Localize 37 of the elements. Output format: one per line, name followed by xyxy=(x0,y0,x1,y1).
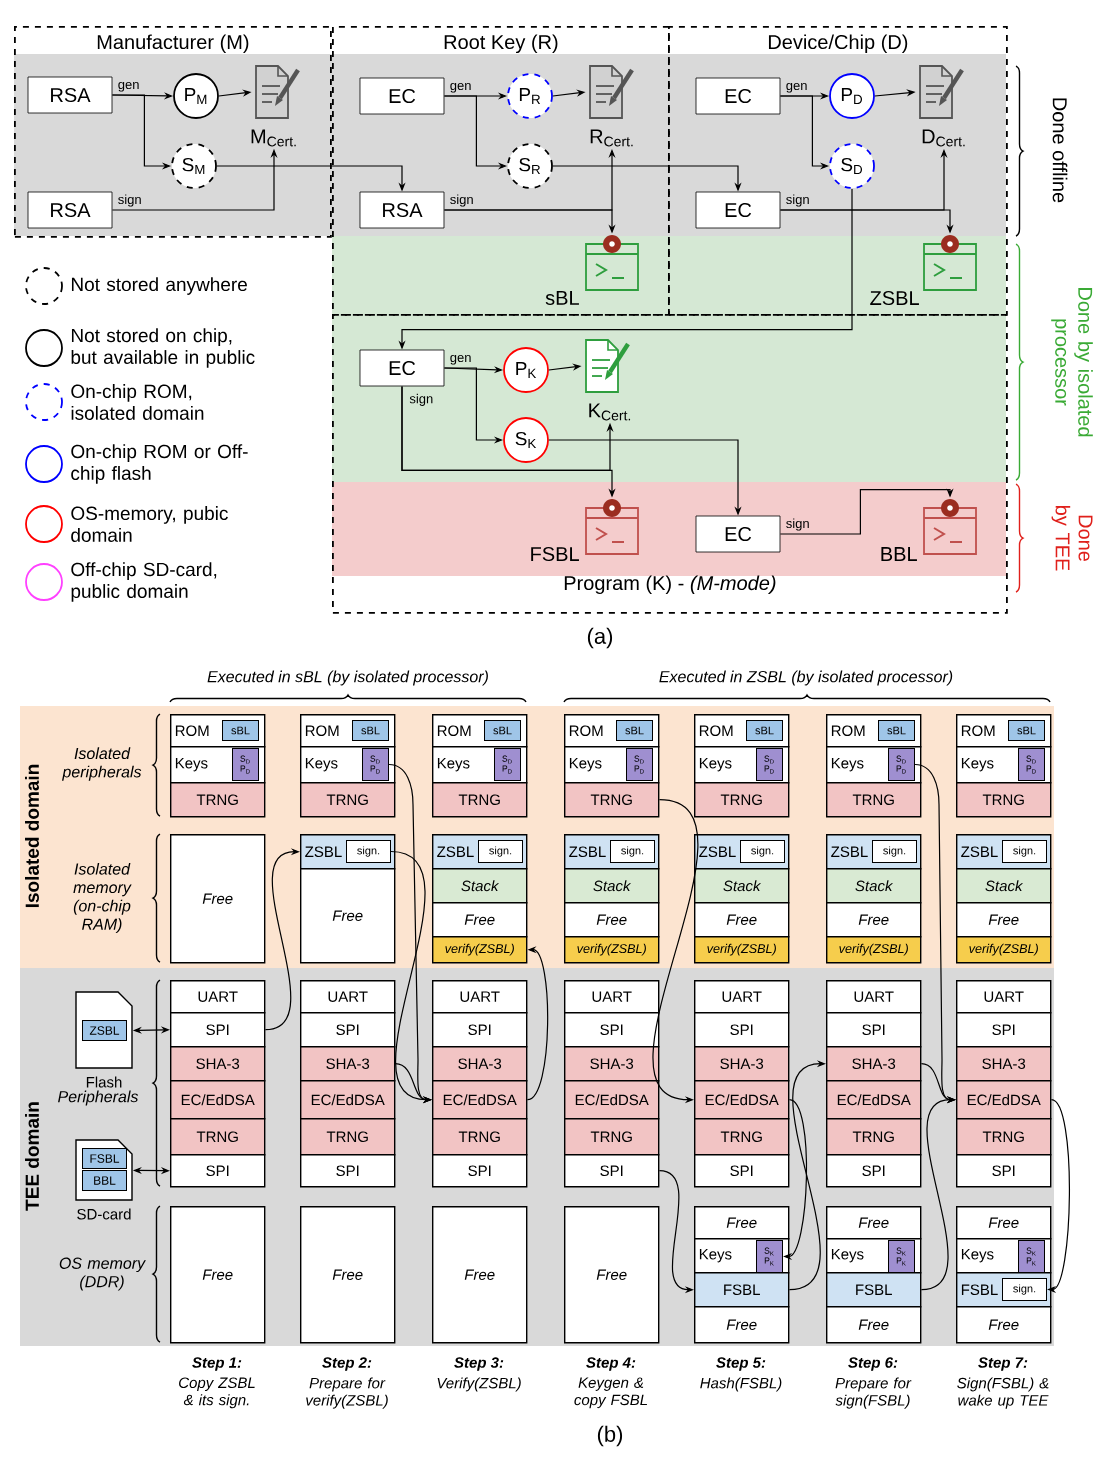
annotation: Isolated domain xyxy=(25,764,39,908)
annotation: TEE domain xyxy=(25,1102,39,1211)
annotation: Done by TEE xyxy=(1051,505,1093,571)
legend-label: On-chip ROM, isolated domain xyxy=(71,384,204,420)
legend-label: On-chip ROM or Off-chip flash xyxy=(71,444,248,484)
process-box: EC xyxy=(695,191,781,229)
process-box: EC xyxy=(695,77,781,115)
legend-label: Not stored anywhere xyxy=(71,277,247,295)
annotation: Done by isolated processor xyxy=(1051,288,1093,437)
icon-label: BBL xyxy=(881,547,917,561)
arrow xyxy=(779,488,954,535)
annotation: Isolated peripherals xyxy=(62,747,142,781)
legend-label: OS-memory, pubic domain xyxy=(71,506,228,542)
legend-label: Not stored on chip, but available in public xyxy=(71,328,255,368)
icon-label: R$_{Cert.}$ xyxy=(590,129,633,147)
icon-label: sBL xyxy=(545,291,579,305)
process-box: RSA xyxy=(359,191,445,229)
icon-label: FSBL xyxy=(531,546,579,562)
annotation: Isolated memory (on-chip RAM) xyxy=(73,862,132,934)
annotation: Executed in ZSBL (by isolated processor) xyxy=(659,670,953,686)
process-box: RSA xyxy=(27,76,113,114)
annotation: Executed in sBL (by isolated processor) xyxy=(207,670,488,686)
icon-label: ZSBL xyxy=(870,290,919,306)
annotation: Done offline xyxy=(1052,98,1068,203)
icon-label: K$_{Cert.}$ xyxy=(589,403,631,421)
panel-label: (a) xyxy=(587,627,613,649)
annotation: OS memory (DDR) xyxy=(59,1257,146,1291)
icon-label: D$_{Cert.}$ xyxy=(922,129,965,147)
icon-label: M$_{Cert.}$ xyxy=(251,129,296,147)
process-box: EC xyxy=(359,77,445,115)
legend-label: Off-chip SD-card, public domain xyxy=(71,562,217,602)
panel-label: (b) xyxy=(597,1425,623,1447)
arrow xyxy=(526,946,549,1101)
process-box: EC xyxy=(695,515,781,553)
process-box: EC xyxy=(359,349,445,387)
process-box: RSA xyxy=(27,191,113,229)
annotation: Peripherals xyxy=(58,1090,139,1106)
